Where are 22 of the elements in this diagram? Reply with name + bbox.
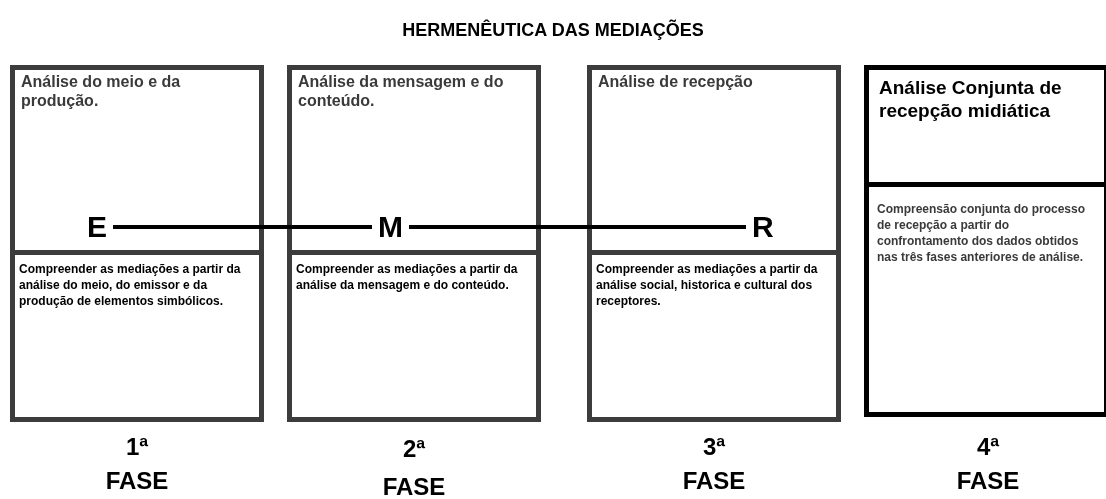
node-letter: E [87, 212, 107, 242]
phase-heading: Análise do meio e da produção. [21, 72, 182, 110]
connector-line [409, 225, 746, 229]
phase-number: 4ª [975, 434, 1001, 460]
phase-heading: Análise Conjunta de recepção midiática [879, 76, 1063, 122]
phase-label: FASE [104, 468, 170, 494]
phase-description: Compreender as mediações a partir da análise social, historica e cultural dos receptores. [596, 261, 819, 309]
node-letter: R [752, 212, 774, 242]
phase-number: 3ª [701, 434, 727, 460]
phase-heading: Análise de recepção [598, 72, 754, 91]
connector-line [113, 225, 372, 229]
phase-number: 1ª [124, 434, 150, 460]
phase-label: FASE [955, 468, 1021, 494]
phase-description: Compreender as mediações a partir da análise da mensagem e do conteúdo. [296, 261, 519, 293]
phase-description: Compreender as mediações a partir da análise do meio, do emissor e da produção de elementos simbólicos. [19, 261, 242, 309]
phase-description: Compreensão conjunta do processo de recepção a partir do confrontamento dos dados obtidos nas três fases anteriores de análise. [877, 201, 1087, 265]
node-letter: M [378, 212, 403, 242]
phase-heading: Análise da mensagem e do conteúdo. [298, 72, 505, 110]
phase-label: FASE [681, 468, 747, 494]
phase-label: FASE [381, 474, 447, 499]
diagram-title: HERMENÊUTICA DAS MEDIAÇÕES [401, 20, 705, 41]
phase-number: 2ª [401, 436, 427, 462]
